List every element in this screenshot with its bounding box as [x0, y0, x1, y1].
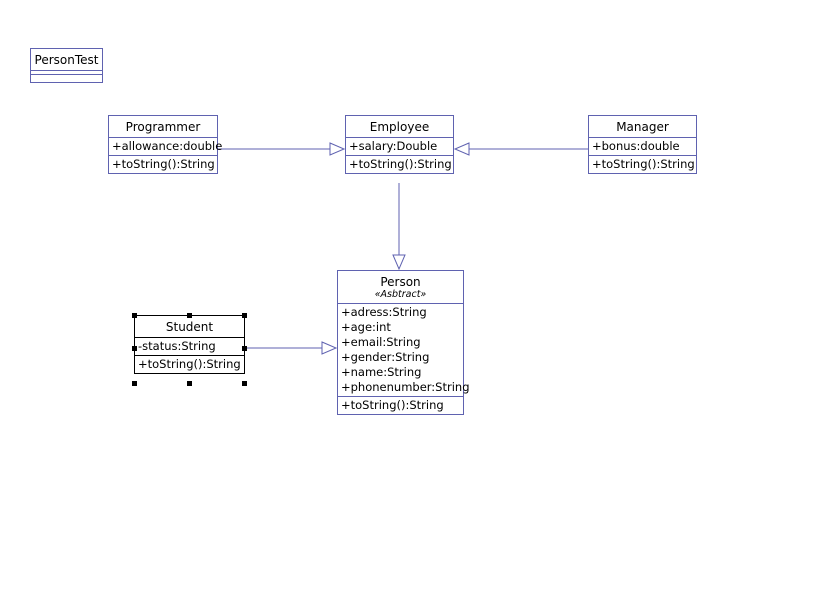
class-name: Person [380, 275, 421, 289]
resize-handle-top-center[interactable] [187, 313, 192, 318]
attributes-compartment: +bonus:double [589, 137, 696, 155]
resize-handle-middle-right[interactable] [242, 346, 247, 351]
method: +toString():String [112, 157, 215, 171]
attribute: +email:String [341, 335, 421, 349]
attribute: +age:int [341, 320, 391, 334]
resize-handle-top-left[interactable] [132, 313, 137, 318]
attributes-compartment [31, 70, 102, 74]
attribute: +salary:Double [349, 139, 438, 153]
class-person[interactable]: Person «Asbtract» +adress:String +age:in… [337, 270, 470, 415]
class-student[interactable]: Student -status:String +toString():Strin… [134, 315, 245, 374]
generalization-manager-employee[interactable] [453, 142, 588, 156]
attribute: +bonus:double [592, 139, 680, 153]
methods-compartment: +toString():String [346, 155, 453, 173]
attribute: +allowance:double [112, 139, 223, 153]
class-stereotype: «Asbtract» [374, 289, 427, 300]
attribute: +gender:String [341, 350, 430, 364]
methods-compartment: +toString():String [109, 155, 217, 173]
methods-compartment: +toString():String [589, 155, 696, 173]
attributes-compartment: +adress:String +age:int +email:String +g… [338, 303, 470, 396]
class-name: Employee [369, 120, 430, 134]
attributes-compartment: -status:String [135, 337, 244, 355]
method: +toString():String [341, 398, 444, 412]
generalization-student-person[interactable] [244, 341, 338, 355]
attributes-compartment: +salary:Double [346, 137, 453, 155]
method: +toString():String [349, 157, 452, 171]
attribute: +adress:String [341, 305, 427, 319]
class-name: Programmer [125, 120, 201, 134]
generalization-employee-person[interactable] [392, 183, 406, 271]
attribute: -status:String [138, 339, 216, 353]
resize-handle-bottom-center[interactable] [187, 381, 192, 386]
class-name: Manager [616, 120, 669, 134]
resize-handle-bottom-left[interactable] [132, 381, 137, 386]
attribute: +phonenumber:String [341, 380, 470, 394]
resize-handle-bottom-right[interactable] [242, 381, 247, 386]
class-programmer[interactable]: Programmer +allowance:double +toString()… [108, 115, 223, 174]
attribute: +name:String [341, 365, 422, 379]
resize-handle-top-right[interactable] [242, 313, 247, 318]
method: +toString():String [138, 357, 241, 371]
class-employee[interactable]: Employee +salary:Double +toString():Stri… [345, 115, 454, 174]
methods-compartment [31, 74, 102, 78]
methods-compartment: +toString():String [135, 355, 244, 373]
class-persontest[interactable]: PersonTest [30, 48, 103, 83]
attributes-compartment: +allowance:double [109, 137, 223, 155]
class-name: Student [165, 320, 214, 334]
class-name: PersonTest [34, 53, 99, 67]
method: +toString():String [592, 157, 695, 171]
resize-handle-middle-left[interactable] [132, 346, 137, 351]
generalization-programmer-employee[interactable] [217, 142, 346, 156]
class-manager[interactable]: Manager +bonus:double +toString():String [588, 115, 697, 174]
methods-compartment: +toString():String [338, 396, 463, 414]
